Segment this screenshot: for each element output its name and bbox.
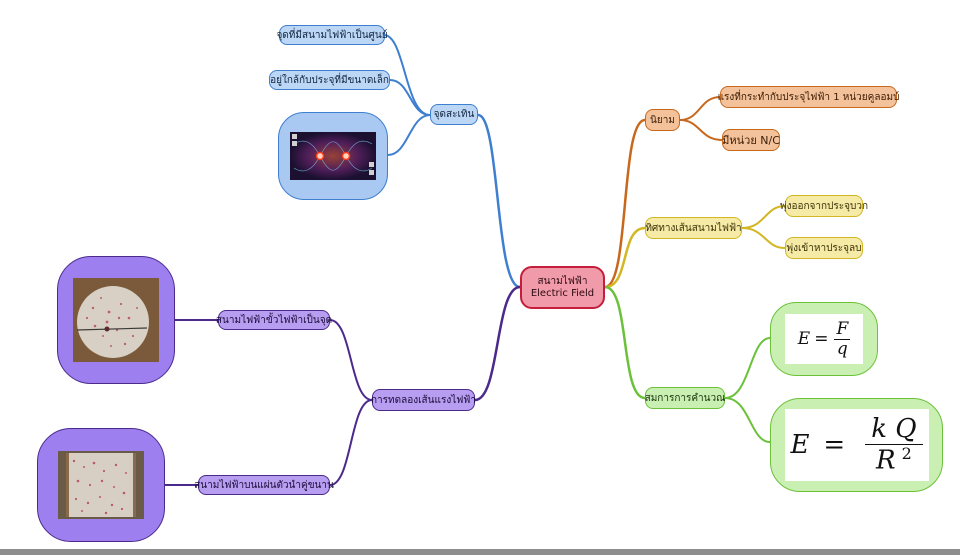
subtopic-force-per-coulomb[interactable]: แรงที่กระทำกับประจุไฟฟ้า 1 หน่วยคูลอมบ์ — [717, 86, 900, 108]
formula1-bubble[interactable]: E = F q — [770, 302, 878, 376]
subtopic-unit-label: มีหน่วย N/C — [722, 134, 780, 147]
topic-definition[interactable]: นิยาม — [645, 109, 680, 131]
topic-equation-label: สมการการคำนวณ — [644, 392, 726, 404]
subtopic-out-of-positive-label: พุ่งออกจากประจุบวก — [779, 200, 869, 212]
link-central-direction — [604, 226, 646, 289]
link-central-experiment — [474, 285, 521, 402]
subtopic-parallel-plate-field-label: สนามไฟฟ้าบนแผ่นตัวนำคู่ขนาน — [194, 479, 334, 491]
link-experiment-item2 — [329, 399, 373, 486]
link-central-definition — [604, 118, 646, 289]
parallel-plate-image-bubble[interactable] — [37, 428, 165, 542]
link-equation-formula2 — [724, 397, 771, 443]
link-equation-formula1 — [724, 337, 771, 399]
formula1-denominator: q — [836, 338, 848, 359]
field-lines-image — [290, 132, 376, 180]
central-topic-thai: สนามไฟฟ้า — [537, 275, 588, 287]
point-electrode-image-bubble[interactable] — [57, 256, 175, 384]
link-point-item1 — [383, 34, 431, 116]
subtopic-zero-field[interactable]: จุดที่มีสนามไฟฟ้าเป็นศูนย์ — [276, 25, 388, 45]
subtopic-parallel-plate-field[interactable]: สนามไฟฟ้าบนแผ่นตัวนำคู่ขนาน — [194, 475, 334, 495]
formula1-fraction: F q — [834, 318, 851, 359]
link-definition-item1 — [679, 96, 721, 121]
formula1-lhs: E — [797, 329, 811, 349]
formula2-numerator: k Q — [865, 415, 923, 445]
subtopic-unit[interactable]: มีหน่วย N/C — [722, 129, 780, 151]
central-topic[interactable]: สนามไฟฟ้า Electric Field — [520, 266, 605, 309]
subtopic-into-negative[interactable]: พุ่งเข้าหาประจุลบ — [785, 237, 863, 259]
topic-neutral-point-label: จุดสะเทิน — [433, 109, 475, 120]
formula2-exponent: 2 — [901, 443, 912, 463]
subtopic-out-of-positive[interactable]: พุ่งออกจากประจุบวก — [780, 195, 868, 217]
link-definition-item2 — [679, 119, 723, 141]
link-central-point — [477, 113, 521, 289]
bottom-scrollbar[interactable] — [0, 549, 960, 555]
formula2-denominator: R — [876, 445, 896, 476]
point-electrode-photo — [73, 278, 159, 362]
topic-field-line-experiment[interactable]: การทดลองเส้นแรงไฟฟ้า — [371, 389, 477, 411]
topic-field-direction-label: ทิศทางเส้นสนามไฟฟ้า — [645, 222, 742, 234]
subtopic-near-small-charge[interactable]: อยู่ใกล้กับประจุที่มีขนาดเล็ก — [269, 70, 390, 90]
formula-e-equals-f-over-q: E = F q — [785, 314, 863, 364]
formula2-equals: = — [823, 430, 846, 460]
topic-definition-label: นิยาม — [650, 114, 675, 126]
formula1-numerator: F — [834, 318, 851, 340]
subtopic-zero-field-label: จุดที่มีสนามไฟฟ้าเป็นศูนย์ — [276, 29, 388, 41]
topic-equation[interactable]: สมการการคำนวณ — [645, 387, 725, 409]
parallel-plate-photo — [58, 451, 144, 519]
subtopic-near-small-charge-label: อยู่ใกล้กับประจุที่มีขนาดเล็ก — [270, 74, 389, 86]
link-central-equation — [604, 285, 646, 400]
subtopic-force-per-coulomb-label: แรงที่กระทำกับประจุไฟฟ้า 1 หน่วยคูลอมบ์ — [717, 91, 900, 103]
topic-neutral-point[interactable]: จุดสะเทิน — [430, 104, 478, 125]
link-direction-item1 — [741, 205, 786, 229]
subtopic-into-negative-label: พุ่งเข้าหาประจุลบ — [786, 242, 862, 254]
subtopic-point-electrode-field[interactable]: สนามไฟฟ้าขั้วไฟฟ้าเป็นจุด — [215, 310, 333, 330]
central-topic-english: Electric Field — [530, 287, 595, 299]
link-point-item2 — [389, 79, 431, 116]
topic-field-direction[interactable]: ทิศทางเส้นสนามไฟฟ้า — [645, 217, 742, 239]
link-point-image — [387, 114, 431, 156]
link-experiment-item1 — [329, 319, 373, 401]
formula1-equals: = — [814, 329, 829, 349]
subtopic-point-electrode-field-label: สนามไฟฟ้าขั้วไฟฟ้าเป็นจุด — [215, 314, 333, 326]
link-direction-item2 — [741, 227, 786, 249]
formula2-lhs: E — [790, 430, 810, 460]
neutral-point-image-bubble[interactable] — [278, 112, 388, 200]
topic-field-line-experiment-label: การทดลองเส้นแรงไฟฟ้า — [371, 394, 477, 406]
